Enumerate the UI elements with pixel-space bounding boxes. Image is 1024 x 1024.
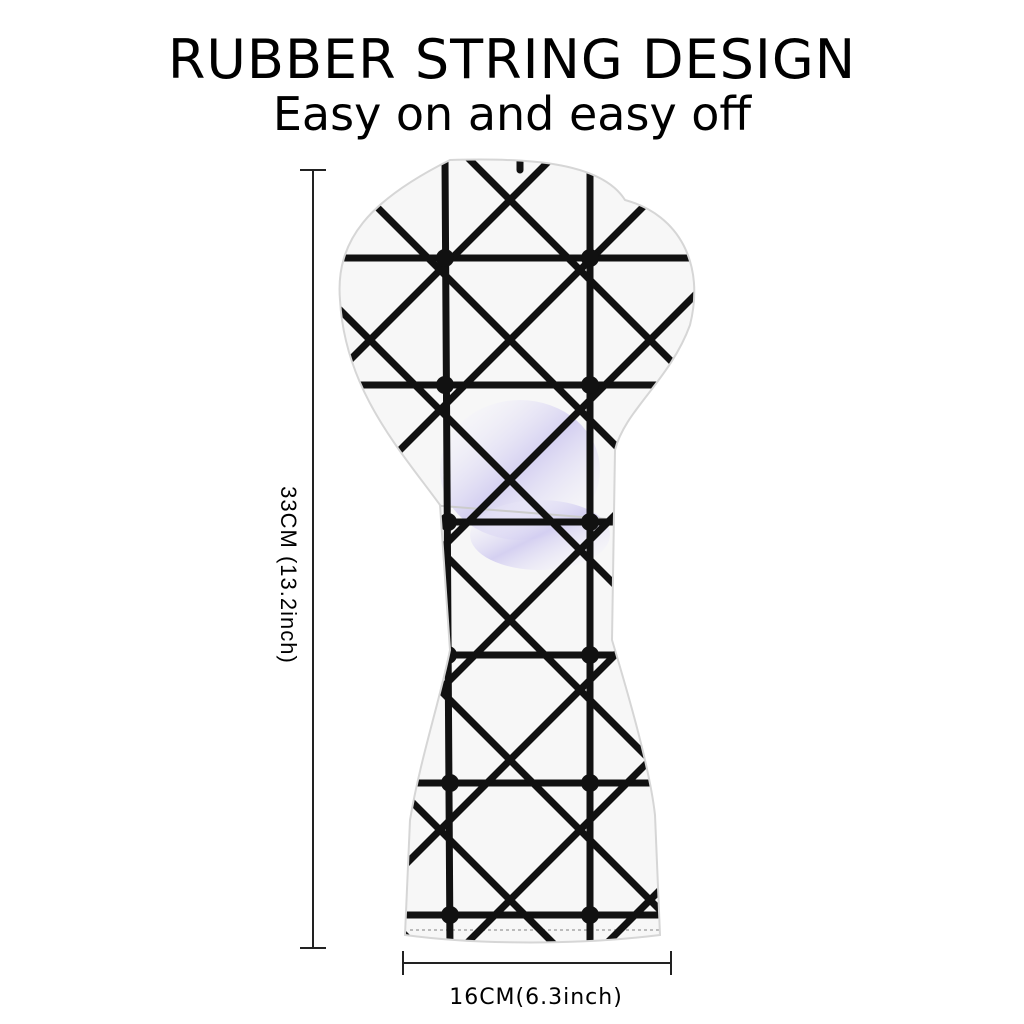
- page-subtitle: Easy on and easy off: [272, 87, 752, 141]
- width-dimension-line: [402, 951, 672, 975]
- width-label: 16CM(6.3inch): [449, 985, 623, 1010]
- height-label: 33CM (13.2inch): [276, 486, 301, 664]
- headcover: [338, 158, 696, 944]
- page-title: RUBBER STRING DESIGN: [167, 28, 857, 91]
- height-dimension-line: [300, 169, 326, 949]
